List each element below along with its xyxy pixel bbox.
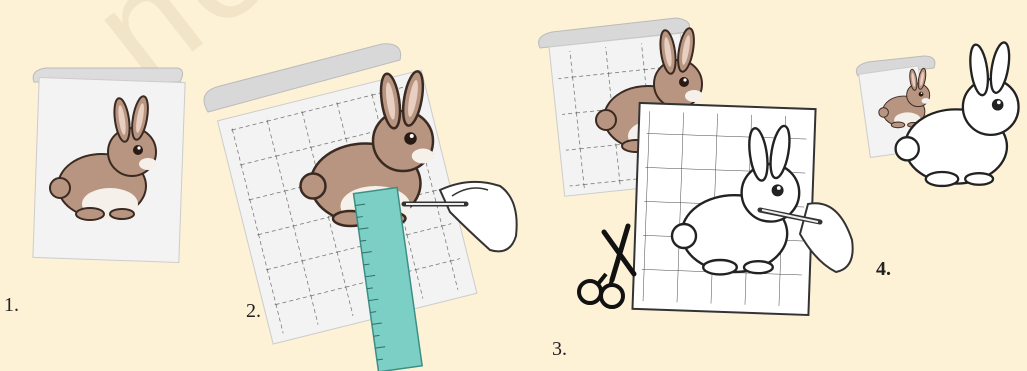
step-label-4: 4. — [876, 258, 891, 281]
step1-paper — [33, 68, 185, 262]
step-label-3: 3. — [552, 338, 567, 361]
scissors-icon — [579, 226, 634, 307]
step-label-2: 2. — [246, 300, 261, 323]
step3-traced-paper — [632, 103, 815, 315]
step-label-1: 1. — [4, 294, 19, 317]
step2-grid-paper — [204, 44, 477, 344]
